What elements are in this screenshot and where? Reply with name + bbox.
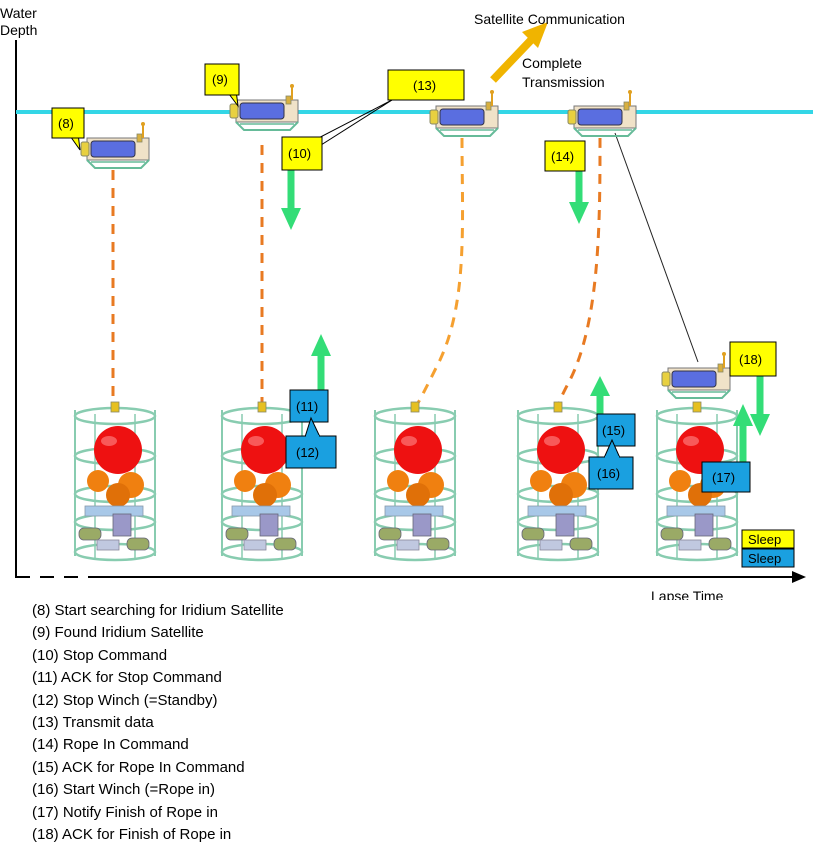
callout-13: (13) [387,69,465,101]
arrow-up-11 [311,334,331,392]
cage-unit-3 [373,400,457,562]
callout-14-label: (14) [551,149,574,164]
callout-11: (11) [289,389,329,423]
callout-18-label: (18) [739,352,762,367]
callout-8-label: (8) [58,116,74,131]
sleep-box-blue: Sleep [741,548,795,568]
callout-17-label: (17) [712,470,735,485]
callout-17: (17) [701,461,751,493]
legend-item-8: (8) Start searching for Iridium Satellit… [32,602,284,619]
callout-13-label: (13) [413,78,436,93]
legend-item-9: (9) Found Iridium Satellite [32,624,204,642]
legend-item-13: (13) Transmit data [32,713,154,731]
float-unit-4 [567,89,637,137]
y-axis-label-line2: Depth [0,22,37,38]
legend-item-16: (16) Start Winch (=Rope in) [32,781,215,799]
tether-line-5 [614,132,699,363]
arrow-down-10 [281,168,301,230]
legend-list: (8) Start searching for Iridium Satellit… [32,600,284,846]
diagram-canvas: Water Depth Lapse Time Satellite Communi… [0,5,813,600]
callout-15: (15) [596,413,636,447]
sleep-box-yellow: Sleep [741,529,795,549]
rope-4 [556,137,602,407]
callout-14: (14) [544,140,586,172]
cage-unit-4 [516,400,600,562]
callout-16-label: (16) [597,466,620,481]
callout-9-label: (9) [212,72,228,87]
rope-3 [413,137,465,409]
x-axis-arrowhead [792,571,806,583]
legend-item-15: (15) ACK for Rope In Command [32,758,245,776]
callout-11-label: (11) [296,399,318,414]
callout-12: (12) [285,416,337,469]
callout-line-13 [309,99,393,153]
sleep-label-yellow: Sleep [748,532,781,547]
callout-9: (9) [204,63,240,108]
x-axis-label: Lapse Time [651,588,724,600]
satellite-arrow-head [522,22,548,48]
float-unit-2 [229,83,299,131]
callout-10-label: (10) [288,146,311,161]
legend-item-11: (11) ACK for Stop Command [32,669,222,687]
legend-item-12: (12) Stop Winch (=Standby) [32,691,218,709]
callout-16: (16) [588,438,634,490]
complete-transmission-label-2: Transmission [522,74,605,90]
callout-8: (8) [51,107,85,151]
cage-unit-1 [73,400,157,562]
callout-12-label: (12) [296,445,319,460]
complete-transmission-label-1: Complete [522,55,582,71]
satellite-communication-label: Satellite Communication [474,11,625,27]
callout-15-label: (15) [602,423,625,438]
legend-item-14: (14) Rope In Command [32,736,189,754]
sleep-label-blue: Sleep [748,551,781,566]
legend-item-10: (10) Stop Command [32,646,168,664]
float-unit-5 [661,351,731,399]
satellite-arrow-shaft [490,35,536,83]
legend-item-17: (17) Notify Finish of Rope in [32,803,218,821]
arrow-down-14 [569,168,589,224]
callout-10: (10) [281,136,323,171]
y-axis-label-line1: Water [0,5,37,21]
legend-item-18: (18) ACK for Finish of Rope in [32,825,232,843]
cage-unit-2 [220,400,304,562]
arrow-down-18 [750,370,770,436]
callout-18: (18) [729,341,777,377]
float-unit-1 [80,121,150,169]
